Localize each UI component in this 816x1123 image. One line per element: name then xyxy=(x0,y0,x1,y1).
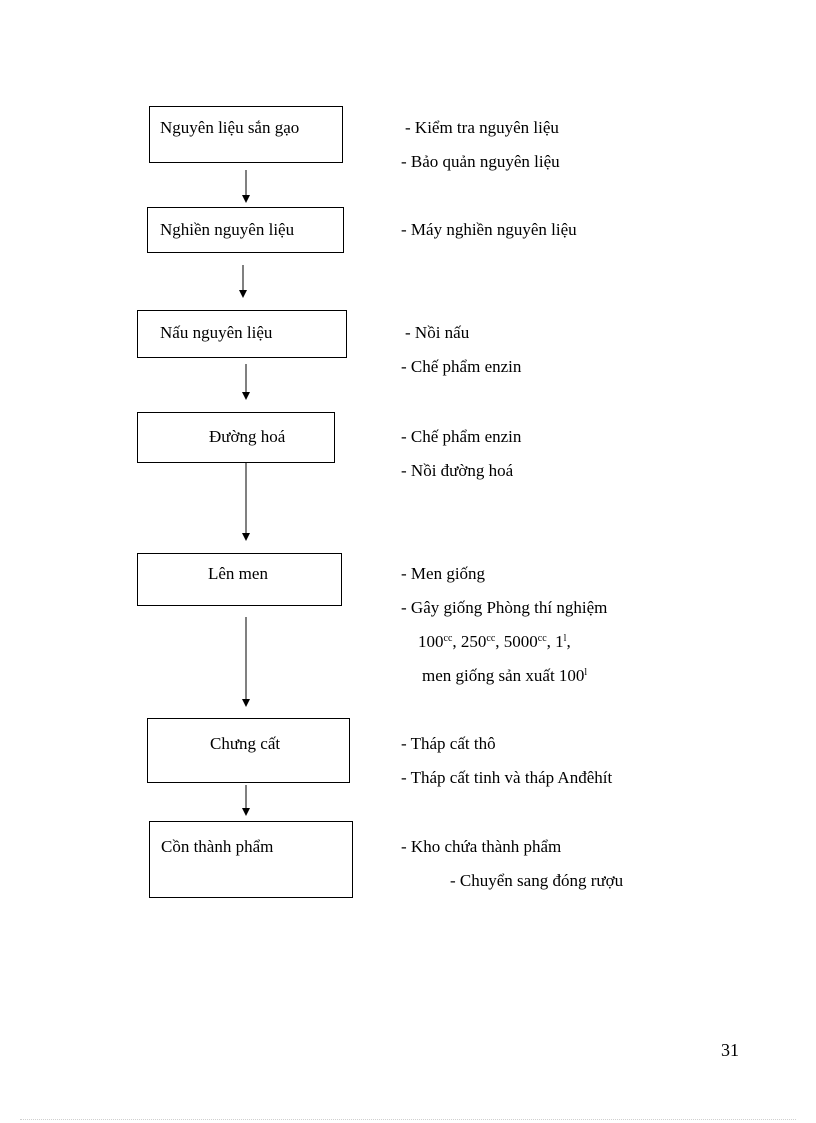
step-box-raw-material: Nguyên liệu sắn gạo xyxy=(149,106,343,163)
note-saccharification-tank: - Nồi đường hoá xyxy=(401,461,514,480)
step-label: Lên men xyxy=(208,564,268,583)
step-box-saccharification: Đường hoá xyxy=(137,412,335,463)
page-number: 31 xyxy=(721,1040,739,1060)
step-box-distillation: Chưng cất xyxy=(147,718,350,783)
note-cooker: - Nồi nấu xyxy=(405,323,470,342)
note-enzyme-preparation: - Chế phẩm enzin xyxy=(401,427,522,446)
note-culture-volumes: 100cc, 250cc, 5000cc, 1l, xyxy=(418,632,571,651)
note-bottling: - Chuyển sang đóng rượu xyxy=(450,871,624,890)
step-label: Nấu nguyên liệu xyxy=(160,323,273,342)
step-box-cooking: Nấu nguyên liệu xyxy=(137,310,347,358)
step-label: Đường hoá xyxy=(209,427,286,446)
note-refining-column: - Tháp cất tinh và tháp Anđêhít xyxy=(401,768,613,787)
step-label: Nguyên liệu sắn gạo xyxy=(160,118,300,137)
step-label: Cồn thành phẩm xyxy=(161,837,274,856)
note-production-yeast: men giống sản xuất 100l xyxy=(422,666,588,685)
note-crude-column: - Tháp cất thô xyxy=(401,734,496,753)
page-bottom-rule xyxy=(20,1119,796,1120)
step-box-finished-alcohol: Cồn thành phẩm xyxy=(149,821,353,898)
culture-volume-100: 100 xyxy=(418,632,444,651)
note-storage: - Kho chứa thành phẩm xyxy=(401,837,562,856)
step-box-grinding: Nghiền nguyên liệu xyxy=(147,207,344,253)
note-check-material: - Kiểm tra nguyên liệu xyxy=(405,118,559,137)
note-yeast-seed: - Men giống xyxy=(401,564,486,583)
note-grinding-machine: - Máy nghiền nguyên liệu xyxy=(401,220,577,239)
step-box-fermentation: Lên men xyxy=(137,553,342,606)
step-label: Nghiền nguyên liệu xyxy=(160,220,295,239)
step-label: Chưng cất xyxy=(210,734,281,753)
note-enzyme-preparation: - Chế phẩm enzin xyxy=(401,357,522,376)
note-lab-propagation: - Gây giống Phòng thí nghiệm xyxy=(401,598,608,617)
note-store-material: - Bảo quản nguyên liệu xyxy=(401,152,560,171)
